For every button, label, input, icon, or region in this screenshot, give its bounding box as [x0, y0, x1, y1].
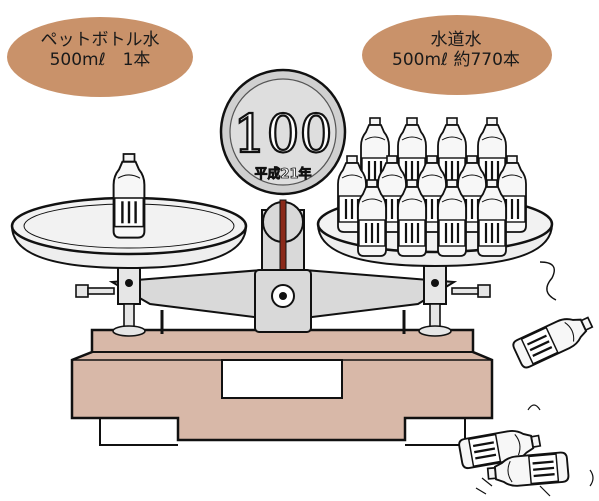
left-label-oval — [7, 17, 193, 97]
100-yen-coin-icon: 100 平成21年 — [219, 68, 347, 196]
right-label: 水道水 500mℓ 約770本 — [366, 30, 546, 70]
right-label-title: 水道水 — [430, 30, 482, 50]
base-plate — [221, 359, 343, 399]
coin-value: 100 — [233, 105, 332, 165]
falling-bottles-icon — [457, 261, 598, 497]
left-label: ペットボトル水 500mℓ 1本 — [10, 30, 190, 70]
right-label-oval — [362, 15, 552, 95]
left-label-title: ペットボトル水 — [40, 30, 160, 50]
pet-bottle-icon — [112, 152, 146, 239]
left-label-detail: 500mℓ 1本 — [49, 49, 151, 70]
pan-supports — [112, 261, 452, 337]
coin-era: 平成21年 — [254, 166, 311, 182]
right-label-detail: 500mℓ 約770本 — [392, 49, 520, 70]
scale-base — [70, 328, 494, 446]
